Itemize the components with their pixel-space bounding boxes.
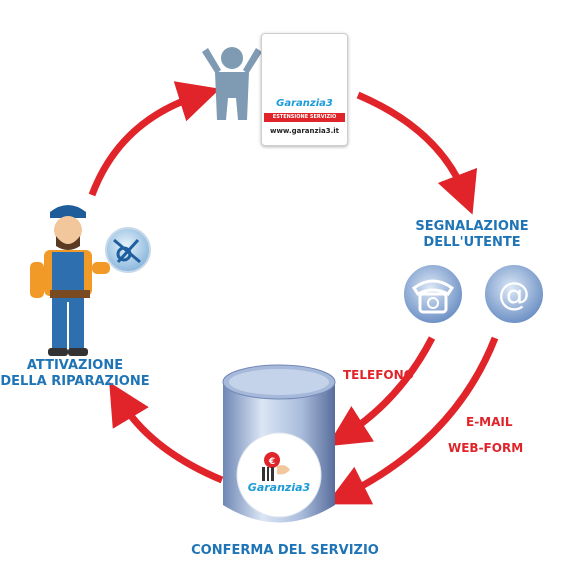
database-brand: Garanzia3: [247, 481, 311, 494]
phone-icon: [402, 263, 464, 325]
arrow-to-technician: [109, 381, 224, 484]
step-segnalazione-line2: DELL'UTENTE: [423, 235, 521, 250]
arrow-to-user: [88, 81, 221, 197]
card-brand: Garanzia3: [276, 98, 333, 109]
channel-telefono: TELEFONO: [343, 368, 414, 382]
cycle-arrows: [88, 81, 499, 505]
channel-webform: WEB-FORM: [448, 441, 524, 455]
svg-text:€: €: [268, 457, 275, 467]
technician-icon: [30, 205, 110, 356]
database-icon: €: [222, 364, 336, 523]
step-conferma: CONFERMA DEL SERVIZIO: [191, 543, 379, 558]
step-attivazione-line1: ATTIVAZIONE: [26, 358, 124, 373]
svg-text:@: @: [498, 275, 530, 313]
arrow-telefono: [327, 336, 436, 447]
warranty-card: Garanzia3 ESTENSIONE SERVIZIO TECNICO ww…: [261, 33, 348, 146]
card-strip: ESTENSIONE SERVIZIO TECNICO: [264, 113, 345, 129]
tools-icon: [105, 227, 151, 273]
arrow-to-report: [356, 91, 478, 215]
user-icon: [202, 47, 262, 120]
step-segnalazione: SEGNALAZIONE DELL'UTENTE: [402, 219, 542, 251]
step-attivazione-line2: DELLA RIPARAZIONE: [0, 374, 150, 389]
at-sign-icon: @: [483, 263, 545, 325]
step-attivazione: ATTIVAZIONE DELLA RIPARAZIONE: [0, 358, 150, 390]
channel-email: E-MAIL: [466, 415, 513, 429]
card-url: www.garanzia3.it: [270, 127, 339, 135]
step-segnalazione-line1: SEGNALAZIONE: [415, 219, 529, 234]
arrow-email: [326, 336, 499, 505]
